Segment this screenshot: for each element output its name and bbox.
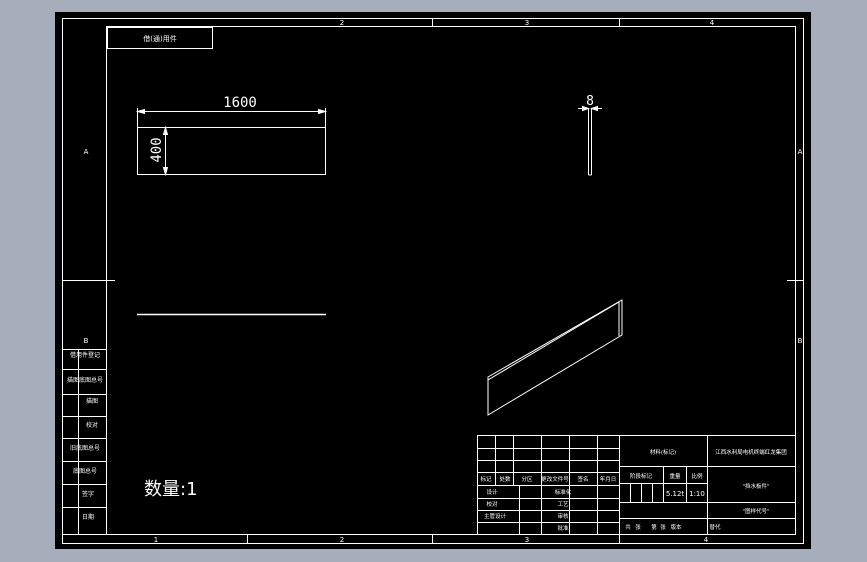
zone-bottom-1: 1 xyxy=(154,536,158,544)
thickness-dimension: 8 xyxy=(586,94,594,109)
rev-header-2: 处数 xyxy=(499,475,511,483)
zone-bottom-2: 2 xyxy=(340,536,344,544)
replace-label: 替代 xyxy=(709,523,721,531)
zone-right-a: A xyxy=(798,148,803,156)
quantity-label: 数量:1 xyxy=(144,479,198,500)
rev-header-1: 标记 xyxy=(480,475,492,483)
sign-label-chief: 主管设计 xyxy=(484,512,507,520)
left-strip-table xyxy=(62,349,106,535)
drawing-name: "挡水板件" xyxy=(742,482,769,490)
rev-header-6: 年月日 xyxy=(600,475,617,483)
version-label: 版本 xyxy=(670,523,682,531)
sign-label-review: 审核 xyxy=(557,512,569,520)
rev-header-3: 分区 xyxy=(521,475,533,483)
sheet-total-label: 共 xyxy=(625,523,631,531)
left-strip-label-6: 底图总号 xyxy=(73,467,97,475)
left-strip-label-1: 借用件登记 xyxy=(70,351,100,359)
zone-top-4: 4 xyxy=(710,19,715,27)
zone-left-a: A xyxy=(84,148,89,156)
stamp-box: 借(通)用件 xyxy=(107,27,213,49)
plate-front-outline xyxy=(137,127,326,175)
sign-label-check: 校对 xyxy=(486,500,498,508)
sheet-unit-label-1: 张 xyxy=(635,523,641,531)
sign-label-std: 标准化 xyxy=(555,488,572,496)
left-strip-label-8: 日期 xyxy=(82,513,94,521)
side-view xyxy=(578,105,602,176)
zone-top-2: 2 xyxy=(340,19,344,27)
scale-value: 1:10 xyxy=(689,490,705,498)
material-label: 材料(标记) xyxy=(650,448,676,456)
drawing-code: "图样代号" xyxy=(742,507,769,515)
zone-right-b: B xyxy=(798,337,803,345)
sheet-no-label: 第 xyxy=(651,523,657,531)
drawing-sheet xyxy=(55,12,811,549)
front-view xyxy=(135,108,328,177)
sheet-unit-label-2: 张 xyxy=(660,523,666,531)
sign-label-craft: 工艺 xyxy=(557,501,569,508)
sign-label-design: 设计 xyxy=(486,488,498,496)
weight-header: 重量 xyxy=(669,472,681,480)
company-name: 江西水利局电机终端红龙集团 xyxy=(715,448,787,456)
left-strip-label-7: 签字 xyxy=(82,490,94,498)
isometric-view xyxy=(487,299,623,416)
width-dimension: 1600 xyxy=(223,95,257,111)
left-strip-label-3: 描图 xyxy=(86,397,98,405)
height-dimension: 400 xyxy=(149,137,165,162)
sign-label-approve: 批准 xyxy=(557,524,569,532)
stamp-label: 借(通)用件 xyxy=(143,34,176,43)
rev-header-4: 更改文件号 xyxy=(541,475,569,483)
rev-header-5: 签名 xyxy=(577,475,588,483)
scale-header: 比例 xyxy=(691,472,703,480)
zone-top-3: 3 xyxy=(525,19,529,27)
weight-value: 5.12t xyxy=(666,490,685,498)
stage-header: 阶段标记 xyxy=(630,472,653,480)
zone-left-b: B xyxy=(84,337,89,345)
title-block xyxy=(477,435,796,535)
left-strip-label-2: 描图底图总号 xyxy=(67,376,103,384)
zone-bottom-4: 4 xyxy=(704,536,709,544)
left-strip-label-5: 旧底图总号 xyxy=(70,444,100,452)
zone-bottom-3: 3 xyxy=(525,536,529,544)
left-strip-label-4: 校对 xyxy=(86,421,98,429)
